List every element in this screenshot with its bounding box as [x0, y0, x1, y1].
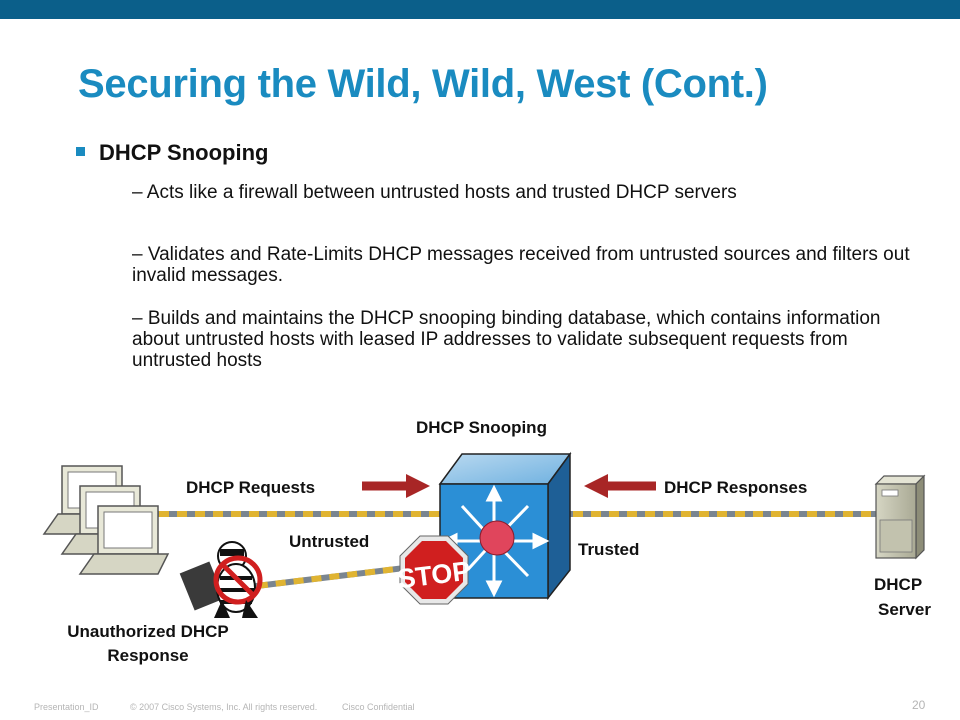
rogue-label-line2: Response	[107, 646, 189, 665]
server-label-line1: DHCP	[874, 575, 923, 594]
main-bullet: DHCP Snooping	[76, 140, 268, 166]
rogue-label-line1: Unauthorized DHCP	[67, 622, 229, 641]
requests-label: DHCP Requests	[186, 478, 316, 497]
untrusted-label: Untrusted	[289, 532, 370, 551]
main-bullet-text: DHCP Snooping	[99, 140, 269, 165]
laptop-icon	[42, 465, 170, 575]
server-label-line2: Server	[878, 600, 931, 619]
trusted-label: Trusted	[578, 540, 640, 559]
arrow-left-icon	[584, 474, 656, 498]
switch-label: DHCP Snooping	[416, 418, 547, 437]
server-icon	[874, 474, 926, 560]
square-bullet-icon	[76, 147, 85, 156]
sub-bullet-2: – Validates and Rate-Limits DHCP message…	[132, 244, 910, 286]
slide-title: Securing the Wild, Wild, West (Cont.)	[78, 62, 768, 106]
footer-copyright: © 2007 Cisco Systems, Inc. All rights re…	[130, 702, 318, 712]
arrow-right-icon	[362, 474, 430, 498]
multilayer-switch-icon	[438, 451, 572, 601]
stop-sign-icon	[399, 535, 469, 605]
top-banner-bar	[0, 0, 960, 19]
sub-bullet-1: – Acts like a firewall between untrusted…	[132, 182, 737, 203]
page-number: 20	[912, 698, 926, 712]
burglar-icon	[179, 541, 263, 618]
sub-bullet-3: – Builds and maintains the DHCP snooping…	[132, 308, 881, 371]
footer-presentation-id: Presentation_ID	[34, 702, 99, 712]
footer-confidential: Cisco Confidential	[342, 702, 415, 712]
responses-label: DHCP Responses	[664, 478, 808, 497]
